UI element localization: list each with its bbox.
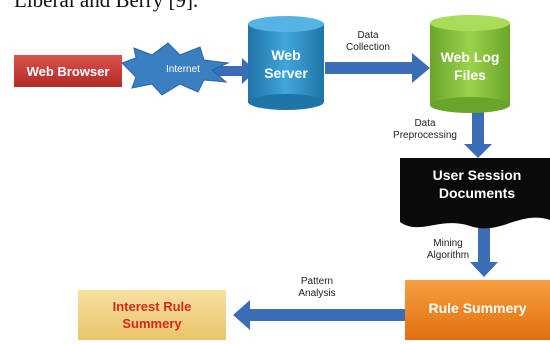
web-server-label: Web Server: [264, 47, 308, 81]
arrow-logfiles-to-sessions: [464, 110, 492, 158]
data-preprocessing-label: Data Preprocessing: [393, 118, 457, 141]
user-session-documents-label: User Session Documents: [432, 167, 522, 201]
user-session-documents-shape: [400, 158, 550, 229]
mining-algorithm-label: Mining Algorithm: [426, 238, 470, 261]
data-collection-label: Data Collection: [346, 30, 390, 53]
web-browser-box: [14, 55, 122, 87]
rule-summery-label: Rule Summery: [428, 300, 527, 316]
web-server-cylinder: [248, 16, 324, 110]
arrow-server-to-logfiles: [325, 53, 430, 83]
internet-starburst: [121, 42, 230, 96]
web-log-files-label: Web Log Files: [440, 49, 500, 83]
pattern-analysis-label: Pattern Analysis: [298, 276, 336, 299]
arrow-rules-to-interest: [233, 300, 408, 330]
rule-summery-box: [405, 280, 550, 340]
web-log-files-cylinder: [430, 15, 510, 113]
interest-rule-summery-box: [78, 290, 226, 340]
internet-label: Internet: [166, 63, 200, 75]
web-browser-label: Web Browser: [26, 63, 110, 79]
interest-rule-summery-label: Interest Rule Summery: [112, 299, 192, 331]
arrow-sessions-to-rules: [470, 220, 498, 277]
page-text-fragment: Liberal and Berry [9].: [14, 0, 199, 12]
